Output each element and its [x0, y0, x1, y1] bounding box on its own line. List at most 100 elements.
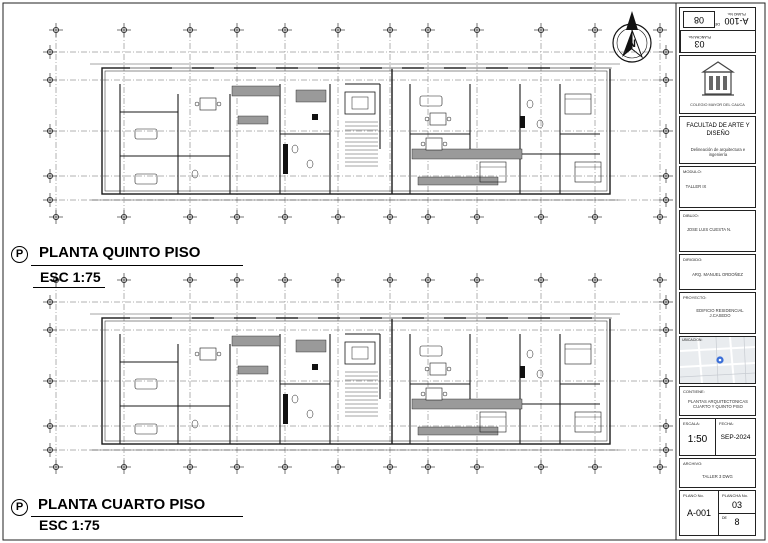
axis-marker	[383, 460, 397, 474]
plan-title-text: PLANTA CUARTO PISO	[38, 496, 206, 513]
hatched-area	[417, 176, 499, 186]
plan-marker-circle: P	[11, 246, 28, 263]
tb-escala: ESCALA: 1:50	[680, 419, 716, 455]
toilet	[306, 159, 314, 169]
bed	[479, 161, 507, 183]
column	[283, 394, 288, 424]
toilet	[306, 409, 314, 419]
building-inner-wall	[104, 320, 608, 442]
tb-head-row-top: 08 DE	[680, 8, 755, 31]
tb-total-value: 8	[734, 517, 740, 527]
toilet	[526, 99, 534, 109]
tb-ubicacion: UBICACION:	[679, 336, 756, 384]
axis-marker	[278, 460, 292, 474]
axis-marker	[588, 210, 602, 224]
tb-de-label: DE	[722, 516, 727, 520]
column	[312, 114, 318, 120]
stair-core	[344, 91, 376, 115]
hatched-area	[411, 148, 523, 160]
dining-table	[425, 387, 443, 401]
axis-marker	[230, 460, 244, 474]
column	[312, 364, 318, 370]
north-arrow-icon: N	[612, 11, 652, 63]
axis-marker	[183, 460, 197, 474]
sofa	[134, 128, 158, 140]
hatched-area	[231, 85, 281, 97]
sofa	[419, 345, 443, 357]
tb-plano-label: PLANO No.	[683, 493, 704, 498]
tb-head-sheets: 08	[683, 11, 715, 28]
toilet	[291, 394, 299, 404]
column	[520, 366, 525, 378]
tb-plano-plancha: PLANO No. A-001 PLANCHA No. 03 DE 8	[679, 490, 756, 536]
tb-proyecto: PROYECTO: EDIFICIO RESIDENCIAL J.CASEDO	[679, 292, 756, 334]
tb-escala-label: ESCALA:	[683, 421, 700, 426]
tb-institution: COLEGIO MAYOR DEL CAUCA	[690, 103, 745, 107]
column	[520, 116, 525, 128]
tb-modulo-label: MODULO:	[683, 169, 702, 174]
sofa	[134, 378, 158, 390]
tb-plancha: PLANCHA No. 03 DE 8	[719, 491, 755, 535]
toilet	[191, 419, 199, 429]
chair	[420, 391, 426, 397]
toilet	[526, 349, 534, 359]
tb-program: Delineación de arquitectura e ingeniería	[690, 147, 746, 158]
chair	[442, 141, 448, 147]
stair-core	[344, 341, 376, 365]
tb-modulo: MODULO: TALLER IX	[679, 166, 756, 208]
tb-faculty-name: FACULTAD DE ARTE Y DISEÑO	[686, 123, 750, 138]
axis-marker	[534, 460, 548, 474]
tb-escala-value: 1:50	[687, 434, 708, 445]
toilet	[291, 144, 299, 154]
stair-core-inner	[351, 96, 369, 110]
bed	[479, 411, 507, 433]
tb-dibujo-value: JOSE LUIS CUESTA N.	[686, 227, 732, 232]
tb-fecha-value: SEP-2024	[720, 434, 751, 441]
chair	[194, 351, 200, 357]
tb-head-plancha: 03	[694, 39, 705, 49]
chair	[194, 101, 200, 107]
plan-marker-circle: P	[11, 499, 28, 516]
chair	[420, 141, 426, 147]
tb-plano: PLANO No. A-001	[680, 491, 719, 535]
toilet	[536, 119, 544, 129]
chair	[216, 351, 222, 357]
hatched-area	[295, 339, 327, 353]
dining-table	[429, 112, 447, 126]
bed	[564, 93, 592, 115]
plan-scale-text: ESC 1:75	[40, 269, 101, 285]
tb-ubicacion-label: UBICACION:	[682, 338, 703, 342]
chair	[442, 391, 448, 397]
axis-marker	[470, 210, 484, 224]
toilet	[536, 369, 544, 379]
plan-title-text: PLANTA QUINTO PISO	[39, 244, 201, 261]
sofa	[134, 173, 158, 185]
dining-table	[425, 137, 443, 151]
dining-table	[199, 97, 217, 111]
tb-plancha-label: PLANCHA No.	[722, 493, 749, 498]
toilet	[191, 169, 199, 179]
hatched-area	[231, 335, 281, 347]
bed	[574, 161, 602, 183]
hatched-area	[417, 426, 499, 436]
tb-head-plancha-label: PLANCHA No.	[688, 35, 711, 39]
tb-logo: COLEGIO MAYOR DEL CAUCA	[679, 55, 756, 114]
tb-faculty: FACULTAD DE ARTE Y DISEÑO Delineación de…	[679, 116, 756, 164]
building-logo-icon	[701, 61, 735, 96]
hatched-area	[237, 115, 269, 125]
axis-marker	[653, 23, 667, 37]
chair	[446, 116, 452, 122]
tb-head-plano: A-100	[724, 16, 749, 26]
dining-table	[199, 347, 217, 361]
stair-core-inner	[351, 346, 369, 360]
tb-modulo-value: TALLER IX	[685, 184, 707, 189]
tb-head-plano-box: A-100 PLANO No.	[718, 8, 755, 52]
map-pin-icon	[716, 356, 724, 364]
tb-contiene: CONTIENE: PLANTAS ARQUITECTONICAS CUARTO…	[679, 386, 756, 416]
hatched-area	[411, 398, 523, 410]
plan-title-underline	[31, 265, 243, 266]
chair	[424, 116, 430, 122]
tb-contiene-value: PLANTAS ARQUITECTONICAS CUARTO Y QUINTO …	[688, 399, 748, 410]
